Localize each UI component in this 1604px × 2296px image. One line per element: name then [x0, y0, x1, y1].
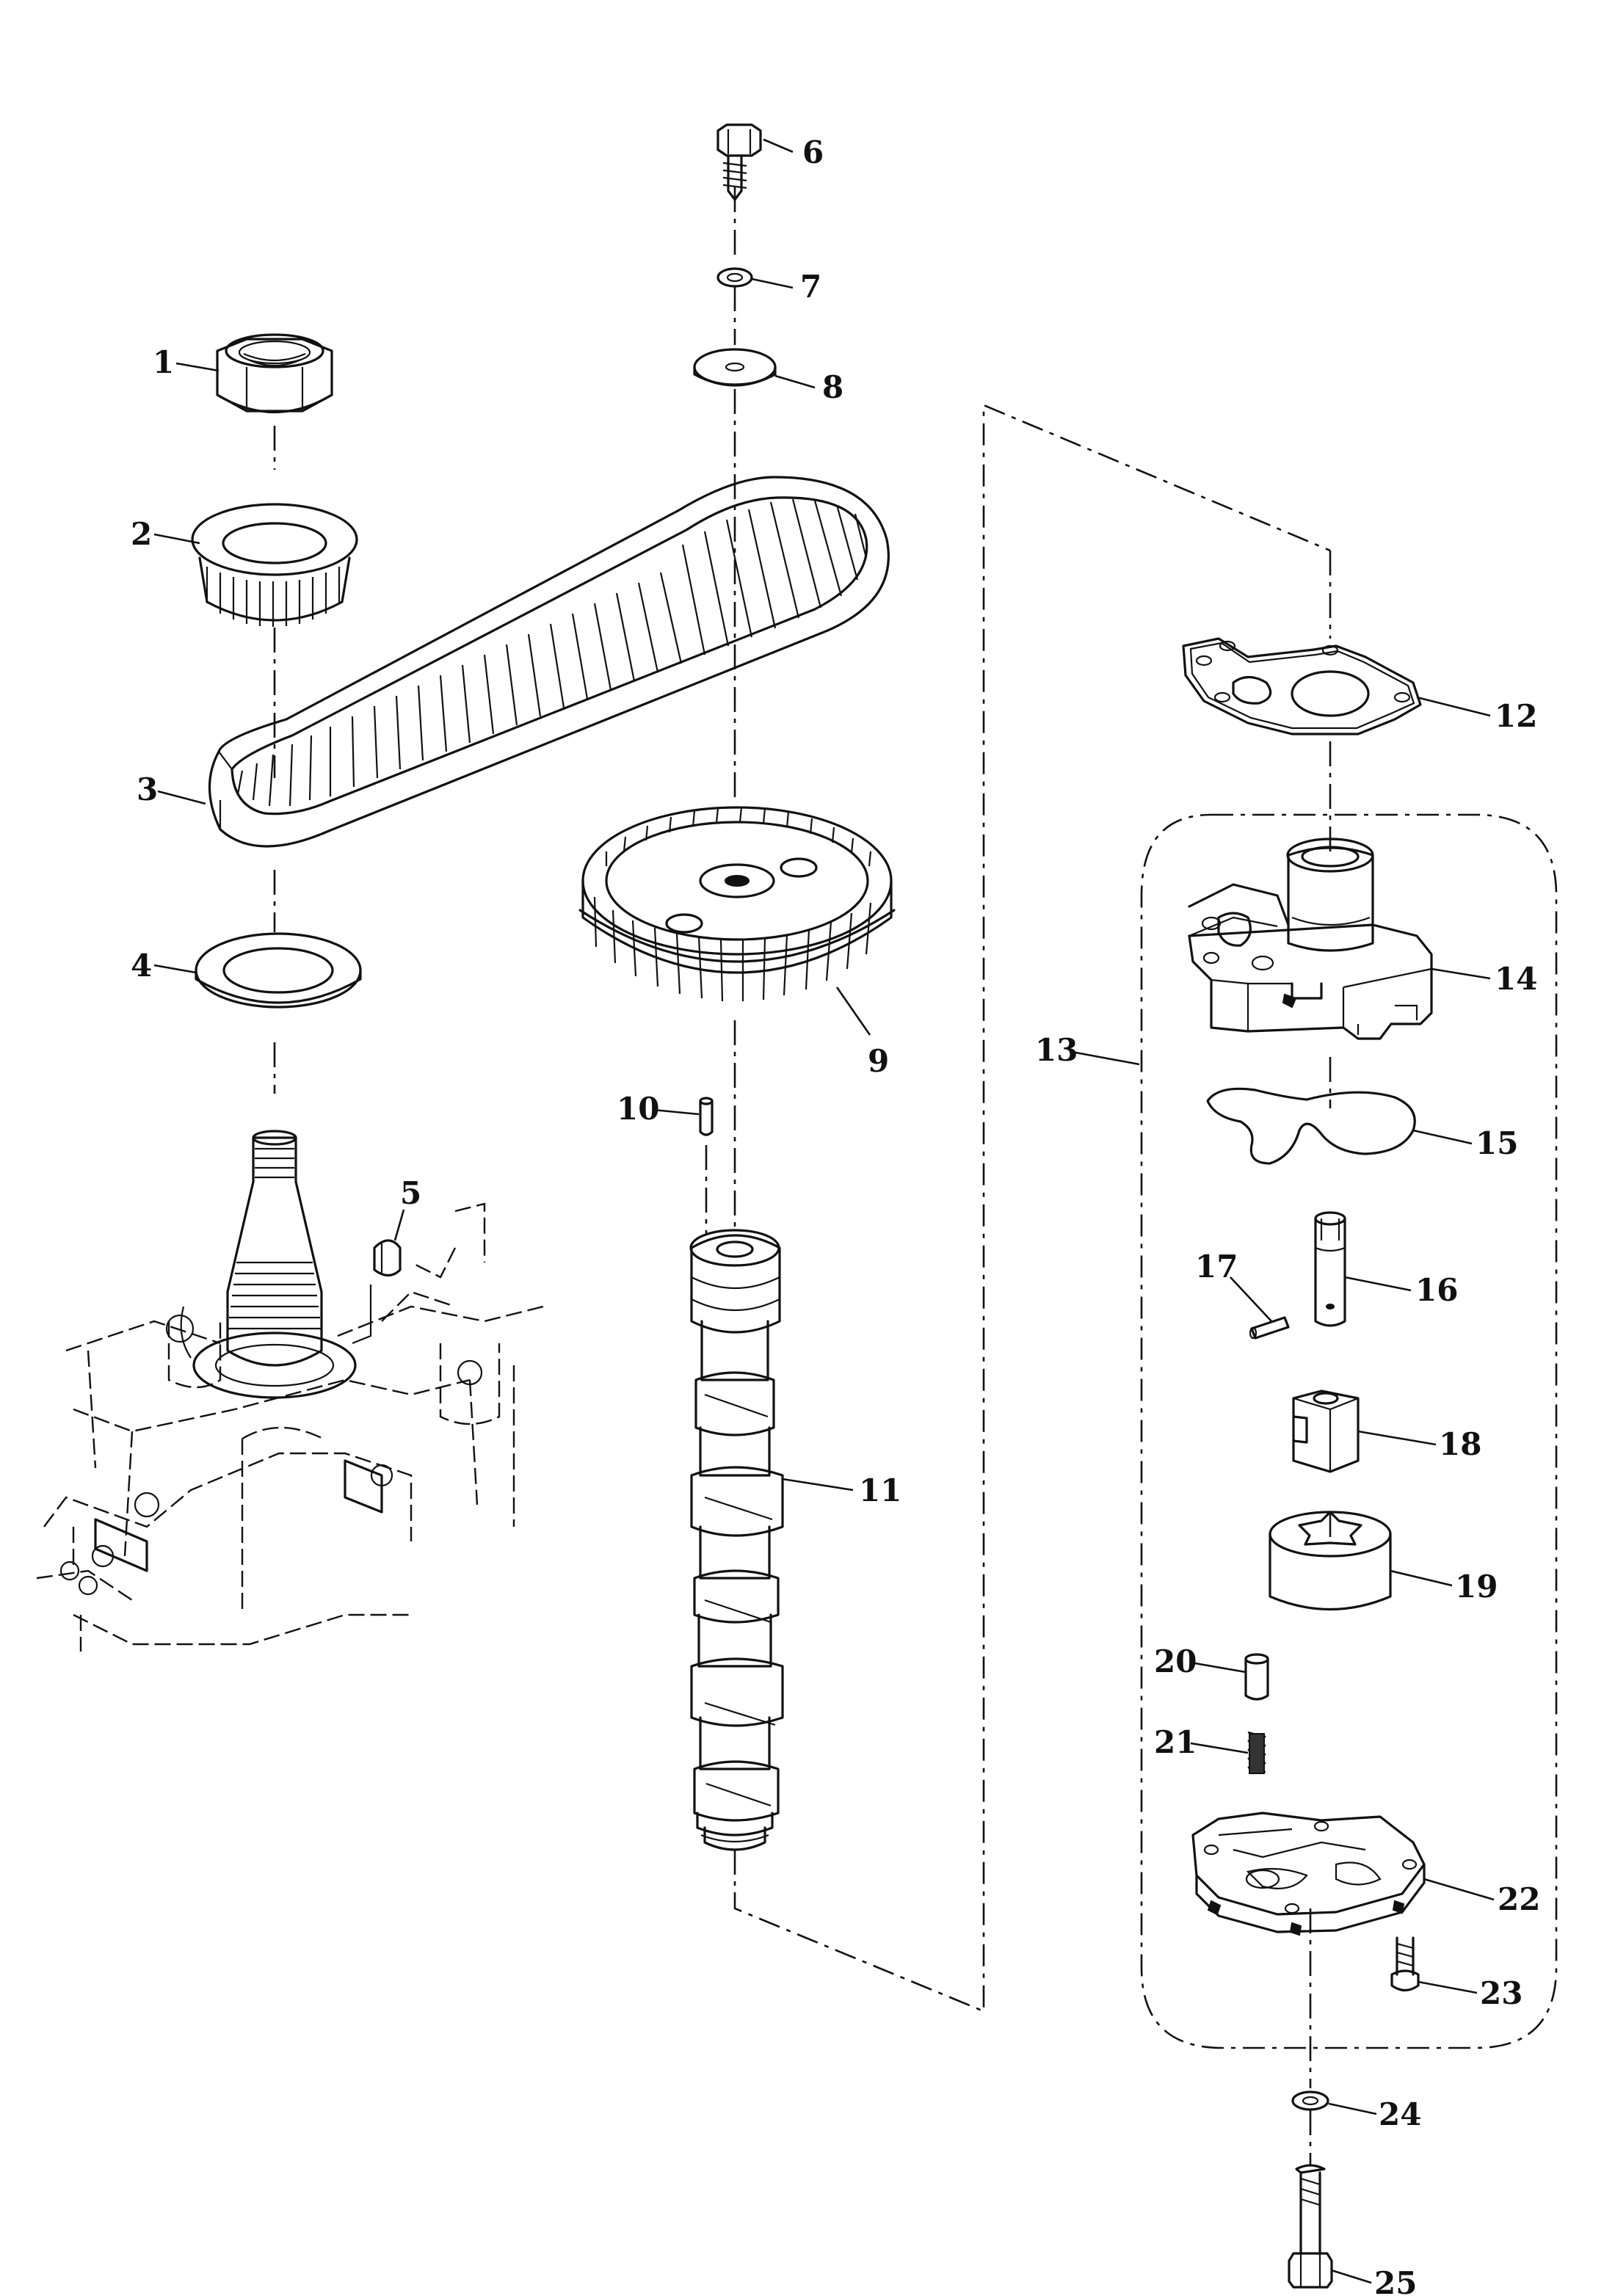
part-21-spring	[1247, 1731, 1266, 1774]
part-11-camshaft	[689, 1229, 784, 1851]
callout-14: 14	[1495, 961, 1537, 997]
part-20-plunger	[1244, 1653, 1269, 1701]
callout-24: 24	[1379, 2096, 1421, 2132]
callout-20: 20	[1154, 1643, 1197, 1679]
callout-labels: 1 2 3 4 5 6 7 8 9 10 11 12 13 14 15 16 1…	[131, 134, 1540, 2296]
callout-17: 17	[1195, 1249, 1238, 1285]
part-5-key	[373, 1239, 402, 1277]
callout-1: 1	[153, 344, 174, 380]
part-7-washer	[716, 267, 753, 288]
callout-18: 18	[1439, 1426, 1481, 1462]
part-24-washer	[1291, 2090, 1329, 2111]
leader-lines	[153, 138, 1495, 2284]
part-25-bolt	[1288, 2164, 1333, 2289]
part-14-pump-housing	[1188, 838, 1433, 1040]
callout-16: 16	[1415, 1272, 1458, 1308]
callout-6: 6	[802, 134, 824, 170]
callout-5: 5	[400, 1175, 421, 1211]
callout-13: 13	[1035, 1032, 1078, 1068]
part-2-drive-pulley	[191, 503, 358, 627]
callout-11: 11	[859, 1472, 901, 1508]
callout-2: 2	[131, 516, 152, 552]
part-6-bolt	[716, 123, 762, 201]
part-15-o-ring	[1206, 1087, 1416, 1165]
part-1-nut	[216, 333, 333, 414]
callout-10: 10	[617, 1091, 659, 1127]
part-23-screw	[1390, 1936, 1420, 1992]
part-17-pin	[1249, 1316, 1290, 1340]
belt-teeth	[236, 498, 868, 807]
center-lines	[273, 187, 1332, 2165]
part-3-timing-belt	[208, 476, 890, 848]
callout-22: 22	[1498, 1881, 1540, 1917]
callout-3: 3	[137, 771, 158, 807]
callout-4: 4	[131, 948, 152, 984]
callout-12: 12	[1495, 698, 1537, 734]
transfer-line	[733, 404, 1331, 2013]
callout-8: 8	[822, 369, 843, 405]
part-18-inner-rotor	[1292, 1389, 1360, 1473]
callout-25: 25	[1374, 2265, 1417, 2296]
callout-15: 15	[1476, 1125, 1518, 1161]
callout-21: 21	[1154, 1724, 1197, 1760]
callout-23: 23	[1480, 1975, 1523, 2011]
part-19-outer-rotor	[1269, 1511, 1392, 1611]
engine-block	[36, 1130, 544, 1652]
callout-7: 7	[800, 269, 821, 305]
callout-19: 19	[1455, 1569, 1498, 1605]
callout-9: 9	[868, 1043, 889, 1079]
part-4-washer	[195, 932, 362, 1009]
part-12-gasket	[1182, 637, 1422, 735]
part-22-pump-cover	[1191, 1812, 1426, 1936]
part-8-washer	[693, 348, 777, 387]
part-9-driven-pulley	[578, 806, 896, 1002]
assembly-13-boundary	[1140, 813, 1558, 2049]
part-10-pin	[699, 1097, 714, 1136]
part-16-shaft	[1314, 1211, 1346, 1327]
